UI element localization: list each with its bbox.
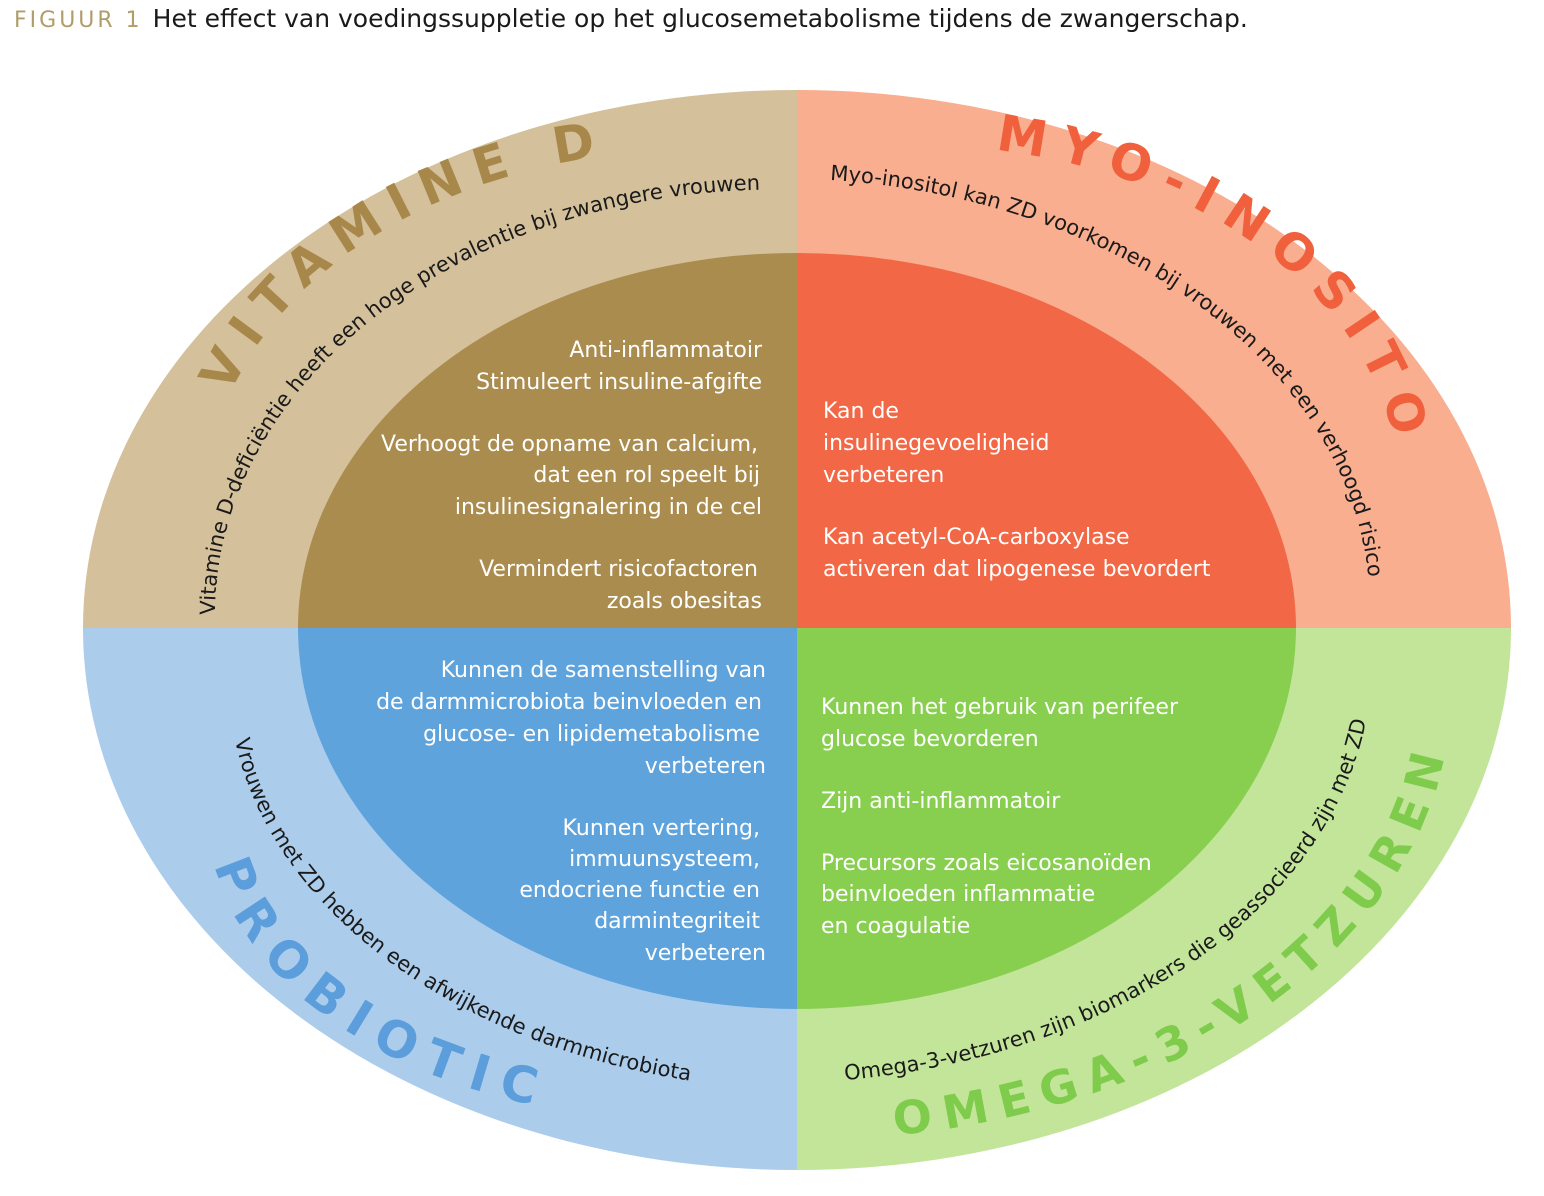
probiotica-line: de darmmicrobiota beinvloeden en <box>376 690 762 715</box>
omega3-line: Zijn anti-inflammatoir <box>821 789 1061 814</box>
myo-inositol-line: Kan acetyl-CoA-carboxylase <box>823 525 1130 550</box>
probiotica-line: verbeteren <box>645 754 766 779</box>
myo-inositol-inner-segment <box>797 253 1296 628</box>
probiotica-line: verbeteren <box>645 941 766 966</box>
probiotica-line: Kunnen vertering, <box>563 816 760 841</box>
vitamine-d-line: insulinesignalering in de cel <box>455 495 762 520</box>
omega3-line: glucose bevorderen <box>821 727 1039 752</box>
omega3-line: en coagulatie <box>821 914 970 939</box>
figure-caption: FIGUUR 1 Het effect van voedingssuppleti… <box>14 4 1248 44</box>
probiotica-inner-segment <box>298 628 797 1009</box>
myo-inositol-line: insulinegevoeligheid <box>823 431 1049 456</box>
vitamine-d-line: zoals obesitas <box>607 589 762 614</box>
omega3-line: Kunnen het gebruik van perifeer <box>821 695 1179 720</box>
probiotica-effects: Kunnen de samenstelling van de darmmicro… <box>376 658 766 966</box>
vitamine-d-line: dat een rol speelt bij <box>533 463 760 488</box>
probiotica-line: darmintegriteit <box>594 909 760 934</box>
omega3-line: beinvloeden inflammatie <box>821 882 1095 907</box>
vitamine-d-inner-segment <box>298 253 797 628</box>
probiotica-line: glucose- en lipidemetabolisme <box>423 722 760 747</box>
omega3-effects: Kunnen het gebruik van perifeer glucose … <box>821 695 1179 939</box>
omega3-line: Precursors zoals eicosanoïden <box>821 851 1152 876</box>
omega3-inner-segment <box>797 628 1296 1009</box>
vitamine-d-line: Verhoogt de opname van calcium, <box>381 432 758 457</box>
myo-inositol-line: verbeteren <box>823 463 944 488</box>
probiotica-line: immuunsysteem, <box>569 847 760 872</box>
vitamine-d-effects: Anti-inflammatoir Stimuleert insuline-af… <box>381 338 763 614</box>
vitamine-d-line: Anti-inflammatoir <box>569 338 763 363</box>
figure-label: FIGUUR 1 <box>14 8 143 33</box>
myo-inositol-effects: Kan de insulinegevoeligheid verbeteren K… <box>823 399 1211 582</box>
probiotica-line: endocriene functie en <box>519 878 760 903</box>
figure-title: Het effect van voedingssuppletie op het … <box>152 4 1248 33</box>
vitamine-d-line: Stimuleert insuline-afgifte <box>476 370 762 395</box>
myo-inositol-line: Kan de <box>823 399 899 424</box>
vitamine-d-line: Vermindert risicofactoren <box>479 557 758 582</box>
myo-inositol-line: activeren dat lipogenese bevordert <box>823 557 1211 582</box>
probiotica-line: Kunnen de samenstelling van <box>441 658 766 683</box>
